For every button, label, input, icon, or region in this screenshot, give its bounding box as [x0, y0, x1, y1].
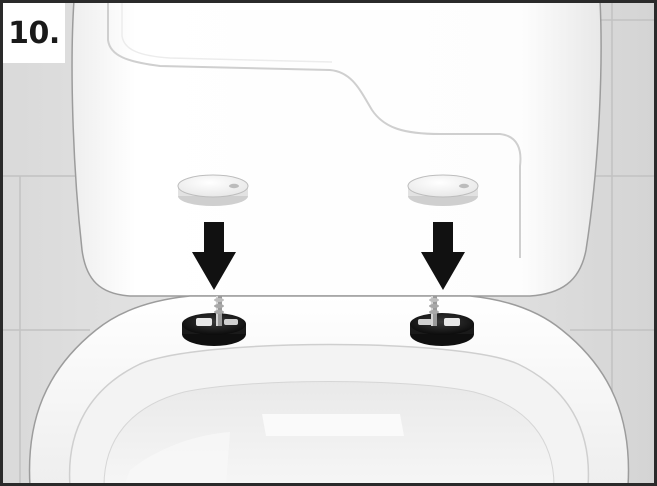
right-cover-cap	[408, 175, 478, 206]
step-number: 10.	[8, 16, 60, 51]
toilet-tank	[72, 0, 601, 296]
bowl-reflection	[262, 414, 404, 436]
left-cover-cap	[178, 175, 248, 206]
step-number-badge: 10.	[3, 3, 65, 63]
